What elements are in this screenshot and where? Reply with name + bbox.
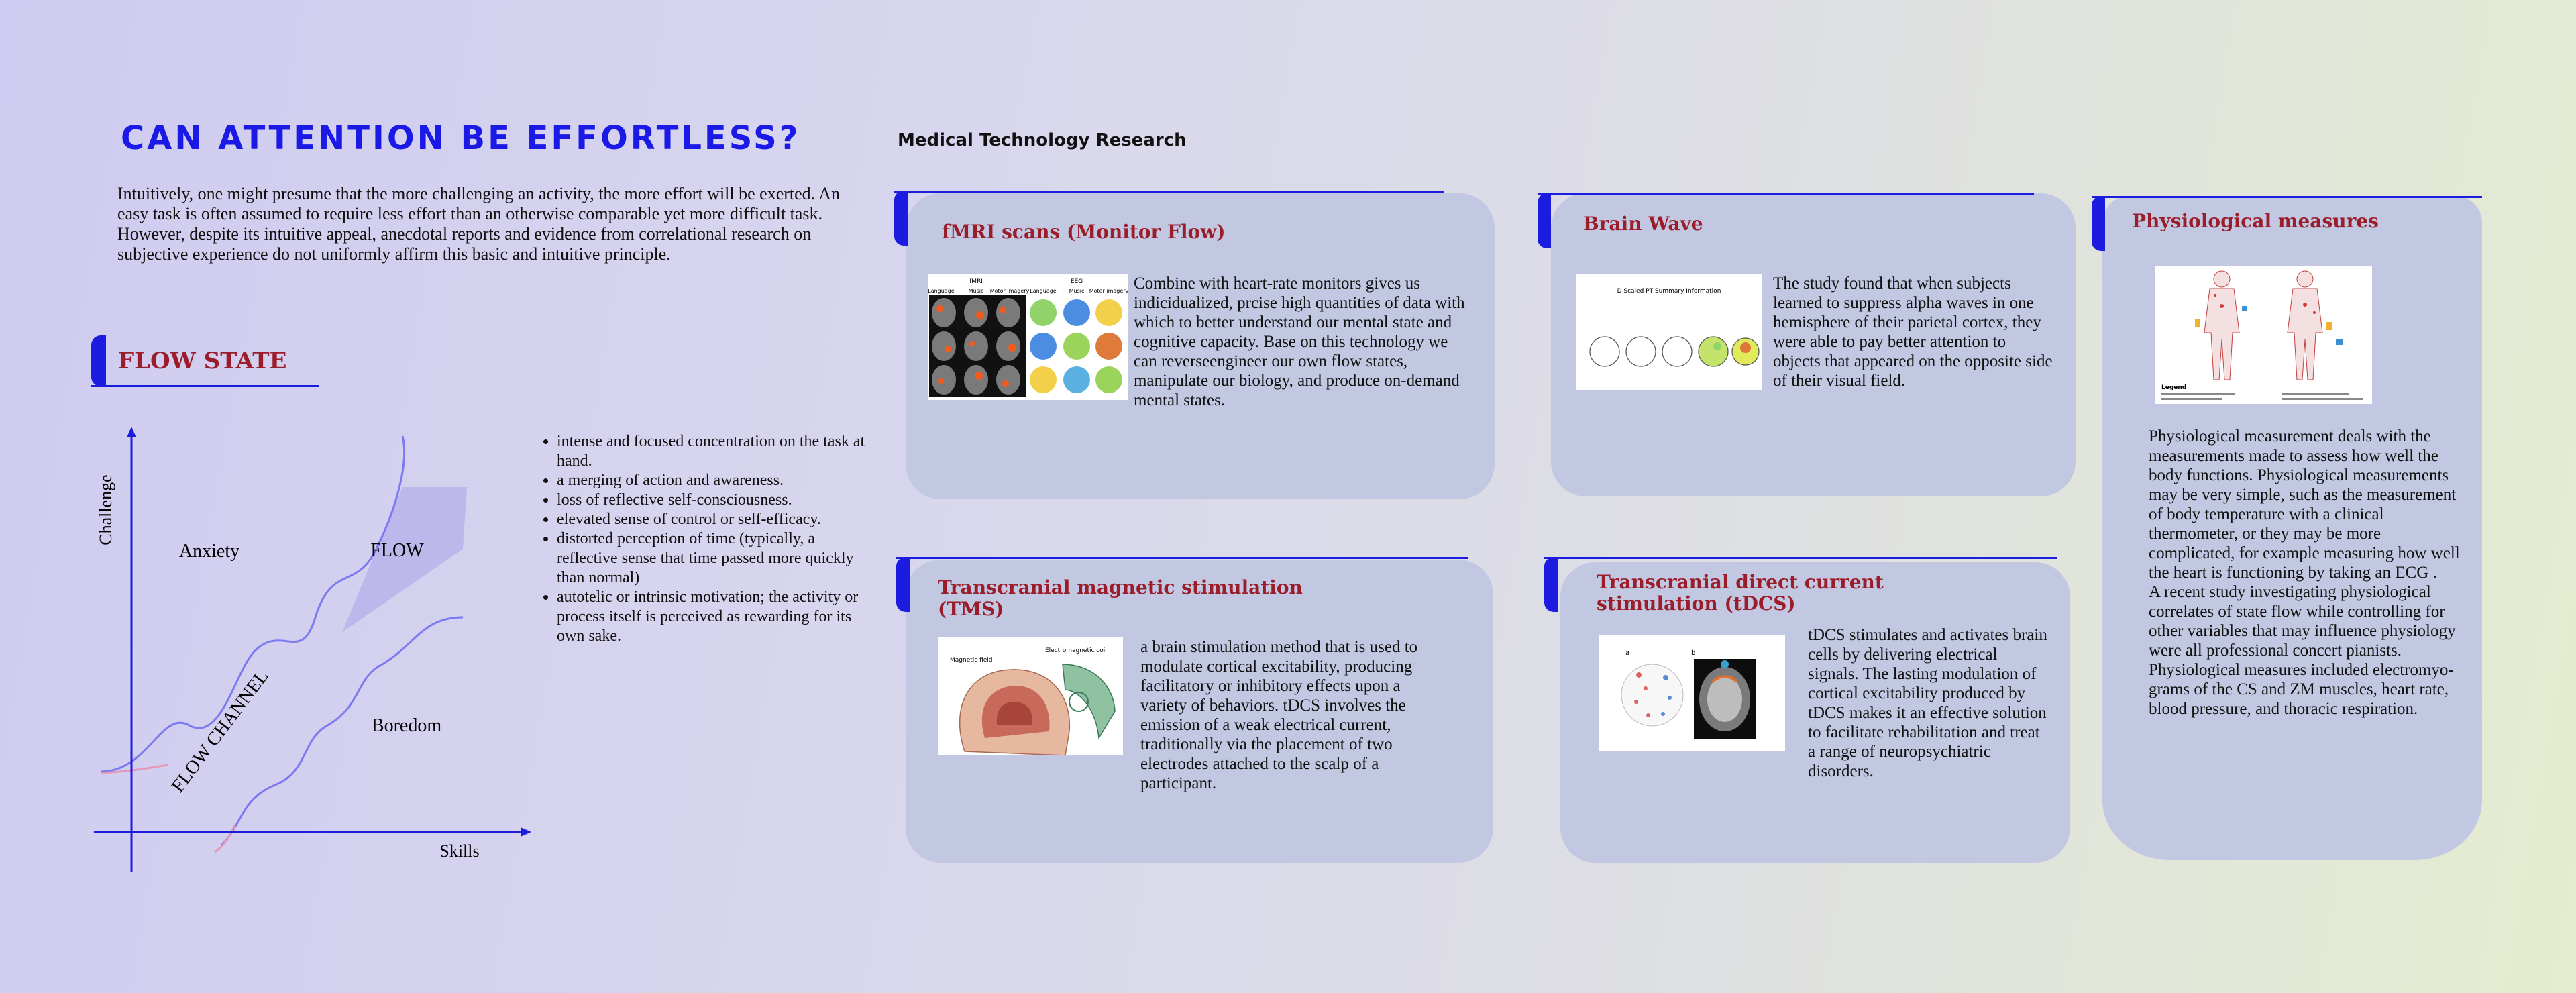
skills-axis-label: Skills xyxy=(439,841,479,861)
flow-state-heading: FLOW STATE xyxy=(91,334,319,388)
brainwave-title: Brain Wave xyxy=(1583,213,1703,235)
fmri-card-line xyxy=(894,191,1444,193)
brainwave-img-caption: D Scaled PT Summary Information xyxy=(1617,288,1721,295)
flow-state-label: FLOW STATE xyxy=(118,348,287,374)
tms-img-label-coil: Electromagnetic coil xyxy=(1045,647,1107,654)
tdcs-title: Transcranial direct current stimulation … xyxy=(1597,571,1884,615)
img-label-language-eeg: Language xyxy=(1030,288,1057,294)
physio-card-line xyxy=(2092,196,2482,198)
y-axis-arrow xyxy=(127,427,136,437)
flow-pink-curve xyxy=(100,764,168,774)
flow-pink-curve-bottom xyxy=(214,825,236,853)
img-label-language: Language xyxy=(928,288,955,294)
fmri-image: fMRI EEG Language Music Motor imagery La… xyxy=(928,274,1128,400)
fmri-card-tab xyxy=(894,191,908,246)
tdcs-image: a b xyxy=(1599,635,1785,751)
physio-title: Physiological measures xyxy=(2132,210,2379,232)
flow-region xyxy=(342,487,467,632)
flow-lower-curve xyxy=(220,616,464,847)
fmri-img-label: fMRI xyxy=(969,278,983,285)
list-item: elevated sense of control or self-effica… xyxy=(557,510,872,529)
tdcs-card-line xyxy=(1544,557,2057,559)
tdcs-card-tab xyxy=(1544,557,1558,612)
tdcs-img-label-b: b xyxy=(1691,649,1695,657)
intro-paragraph: Intuitively, one might presume that the … xyxy=(117,184,840,264)
challenge-axis-label: Challenge xyxy=(96,474,115,545)
img-label-music-eeg: Music xyxy=(1069,288,1085,294)
flow-upper-curve xyxy=(100,435,406,773)
img-label-motor-eeg: Motor imagery xyxy=(1089,288,1128,294)
flow-diagram: Challenge Skills Anxiety FLOW Boredom FL… xyxy=(94,427,531,872)
tms-image: Magnetic field Electromagnetic coil xyxy=(938,637,1123,755)
tdcs-text: tDCS stimulates and activates brain cell… xyxy=(1808,626,2047,780)
tdcs-img-label-a: a xyxy=(1625,649,1629,657)
physio-img-legend: Legend xyxy=(2161,384,2186,391)
anxiety-label: Anxiety xyxy=(179,541,239,562)
brainwave-image: D Scaled PT Summary Information xyxy=(1576,274,1762,390)
physio-image: Legend xyxy=(2155,266,2372,404)
img-label-motor: Motor imagery xyxy=(990,288,1030,294)
boredom-label: Boredom xyxy=(372,715,441,736)
eeg-img-label: EEG xyxy=(1071,278,1083,285)
heading-accent-bar xyxy=(91,335,106,386)
flow-state-bullets: intense and focused concentration on the… xyxy=(530,432,872,646)
list-item: autotelic or intrinsic motivation; the a… xyxy=(557,588,872,646)
list-item: loss of reflective self-consciousness. xyxy=(557,490,872,510)
x-axis-arrow xyxy=(521,827,531,837)
list-item: distorted perception of time (typically,… xyxy=(557,529,872,588)
tms-img-label-field: Magnetic field xyxy=(950,657,993,664)
brainwave-text: The study found that when subjects learn… xyxy=(1773,274,2053,390)
heading-underline xyxy=(91,385,319,387)
section-header: Medical Technology Research xyxy=(898,130,1187,150)
page-title: CAN ATTENTION BE EFFORTLESS? xyxy=(121,119,801,157)
list-item: a merging of action and awareness. xyxy=(557,471,872,490)
flow-label: FLOW xyxy=(370,540,424,561)
physio-card-tab xyxy=(2092,196,2105,251)
tms-card-tab xyxy=(896,557,910,612)
fmri-title: fMRI scans (Monitor Flow) xyxy=(942,221,1226,243)
brainwave-card-tab xyxy=(1538,193,1551,248)
tms-title: Transcranial magnetic stimulation (TMS) xyxy=(938,576,1303,620)
flow-channel-label: FLOW CHANNEL xyxy=(168,666,273,796)
img-label-music: Music xyxy=(969,288,984,294)
list-item: intense and focused concentration on the… xyxy=(557,432,872,471)
physio-text: Physiological measurement deals with the… xyxy=(2149,427,2460,718)
tms-text: a brain stimulation method that is used … xyxy=(1140,638,1418,792)
fmri-text: Combine with heart-rate monitors gives u… xyxy=(1134,274,1465,409)
tms-card-line xyxy=(896,557,1468,559)
brainwave-card-line xyxy=(1538,193,2034,195)
